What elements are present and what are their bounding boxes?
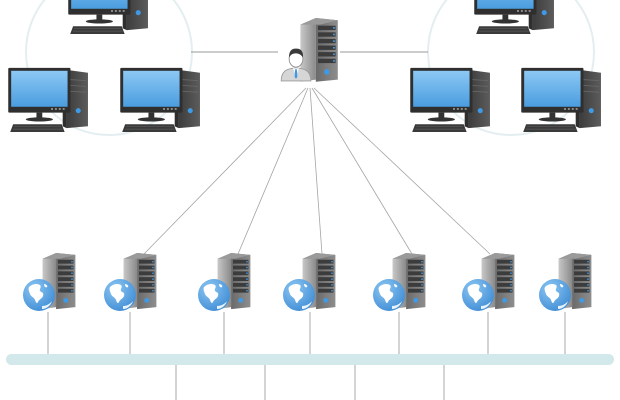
- workstation-right-bottom-2[interactable]: [521, 67, 602, 133]
- web-server-1[interactable]: [23, 253, 76, 311]
- link-admin-web-server-4: [309, 87, 323, 255]
- workstation-left-bottom-1[interactable]: [8, 67, 89, 133]
- link-admin-web-server-2: [143, 87, 307, 255]
- globe-icon: [539, 279, 571, 311]
- globe-icon: [283, 279, 315, 311]
- globe-icon: [198, 279, 230, 311]
- server-bus-drops: [47, 312, 566, 355]
- globe-icon: [373, 279, 405, 311]
- link-admin-web-server-3: [237, 87, 309, 255]
- link-admin-web-server-6: [313, 87, 491, 255]
- network-bus: [6, 354, 614, 365]
- web-server-6[interactable]: [462, 253, 515, 311]
- central-admin-node[interactable]: [280, 18, 338, 82]
- web-server-5[interactable]: [373, 253, 426, 311]
- web-server-7[interactable]: [539, 253, 592, 311]
- web-server-4[interactable]: [283, 253, 336, 311]
- admin-to-server-links: [143, 87, 491, 255]
- workstation-left-bottom-2[interactable]: [120, 67, 201, 133]
- web-server-3[interactable]: [198, 253, 251, 311]
- globe-icon: [104, 279, 136, 311]
- workstation-right-bottom-1[interactable]: [410, 67, 491, 133]
- workstation-left-top[interactable]: [68, 0, 149, 35]
- link-admin-web-server-5: [311, 87, 413, 255]
- web-server-2[interactable]: [104, 253, 157, 311]
- globe-icon: [23, 279, 55, 311]
- globe-icon: [462, 279, 494, 311]
- bus-downlinks: [175, 364, 445, 400]
- workstation-right-top[interactable]: [474, 0, 555, 35]
